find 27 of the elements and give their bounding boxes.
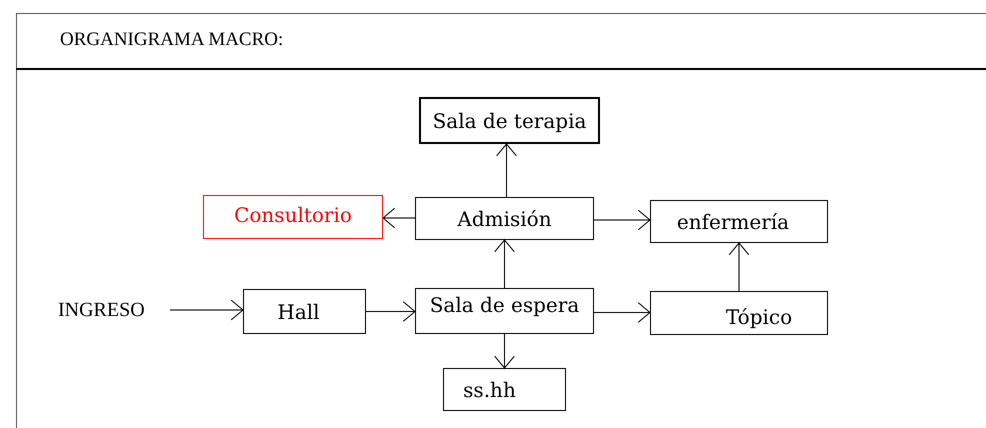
node-label: Tópico: [726, 305, 792, 329]
arrow: [496, 144, 517, 198]
arrow: [494, 334, 515, 368]
process-box: [243, 289, 366, 334]
process-box: [419, 97, 600, 144]
arrow: [382, 208, 416, 228]
node-label: Sala de terapia: [432, 108, 586, 132]
arrow: [594, 302, 650, 323]
arrow: [170, 300, 244, 320]
node-label: Hall: [277, 300, 320, 324]
arrow: [594, 210, 650, 230]
node-label: ss.hh: [463, 378, 516, 402]
node-label: Consultorio: [234, 203, 352, 227]
arrow: [728, 242, 750, 292]
diagram-title: ORGANIGRAMA MACRO:: [60, 29, 284, 51]
process-box: [650, 200, 828, 243]
process-box: [415, 288, 594, 334]
node-label: Admisión: [457, 206, 552, 230]
process-box: [650, 291, 828, 335]
arrow: [366, 301, 416, 322]
node-label: enfermería: [676, 210, 790, 234]
process-box: [415, 197, 594, 240]
arrow: [494, 240, 515, 288]
node-label: INGRESO: [58, 298, 145, 322]
process-box: [203, 195, 383, 239]
process-box: [443, 368, 566, 411]
node-label: Sala de espera: [430, 293, 580, 317]
